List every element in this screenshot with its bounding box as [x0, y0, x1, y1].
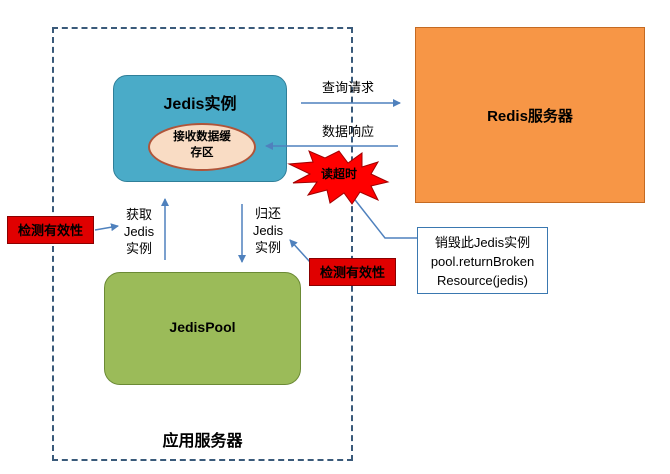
return-line2: Jedis	[252, 223, 284, 238]
redis-server-title: Redis服务器	[487, 108, 573, 125]
read-timeout-label: 读超时	[320, 167, 357, 181]
destroy-note-text: 销毁此Jedis实例 pool.returnBroken Resource(je…	[417, 233, 548, 290]
redis-server-node	[415, 27, 645, 203]
timeout-burst-shape	[287, 150, 390, 205]
check-validity-badge-right: 检测有效性	[309, 258, 396, 286]
jedis-pool-title: JedisPool	[169, 319, 236, 335]
receive-buffer-line2: 存区	[190, 147, 214, 159]
note-line1: 销毁此Jedis实例	[434, 235, 531, 250]
note-line2: pool.returnBroken	[430, 254, 535, 269]
query-request-label: 查询请求	[322, 80, 375, 95]
data-response-label: 数据响应	[322, 124, 375, 139]
receive-buffer-line1: 接收数据缓	[173, 131, 231, 143]
note-line3: Resource(jedis)	[436, 273, 529, 288]
jedis-instance-title: Jedis实例	[163, 96, 237, 113]
get-line2: Jedis	[123, 224, 155, 239]
return-line3: 实例	[254, 240, 281, 255]
return-line1: 归还	[254, 206, 281, 221]
check-left-arrow	[94, 223, 119, 232]
destroy-note-box	[417, 227, 548, 294]
get-instance-label: 获取 Jedis 实例	[118, 206, 160, 257]
return-instance-label: 归还 Jedis 实例	[249, 205, 287, 256]
note-pointer	[351, 195, 417, 239]
jedis-pool-node	[104, 272, 301, 385]
check-validity-badge-left: 检测有效性	[7, 216, 94, 244]
get-line3: 实例	[125, 241, 152, 256]
app-server-boundary	[52, 27, 353, 461]
receive-buffer-label: 接收数据缓 存区	[163, 129, 241, 161]
get-line1: 获取	[125, 207, 152, 222]
check-right-arrow	[289, 239, 311, 263]
receive-buffer-node	[148, 123, 256, 171]
app-server-label: 应用服务器	[162, 433, 243, 450]
